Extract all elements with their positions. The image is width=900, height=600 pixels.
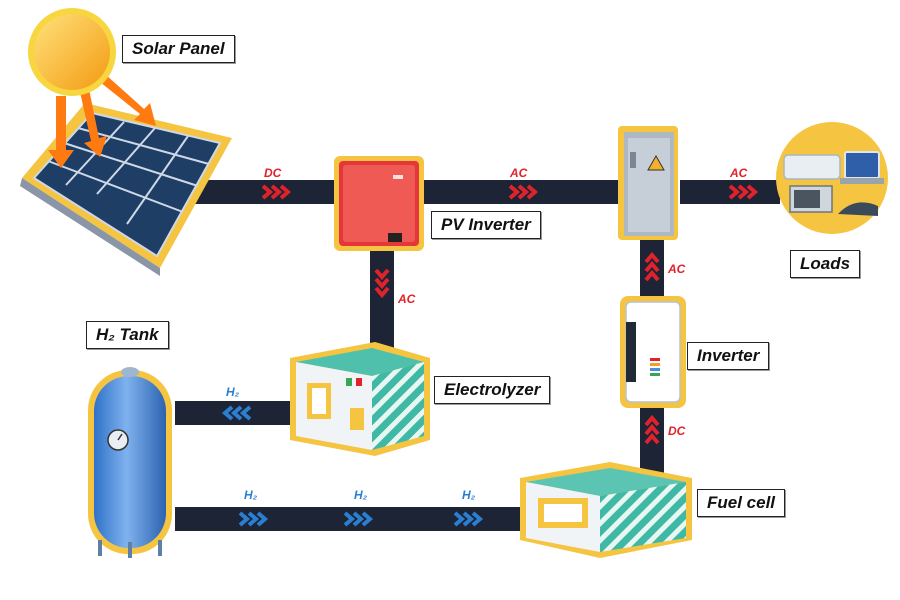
pv-inverter-icon [334, 156, 424, 251]
flow-label-pv-switchboard: AC [510, 166, 528, 180]
solar-panel-icon [20, 8, 232, 276]
h2-arrow-tank-fuelcell-1 [238, 511, 269, 527]
flow-label-tank-fuelcell-2: H₂ [354, 488, 368, 502]
flow-label-fuelcell-inverter: DC [668, 424, 686, 438]
flow-label-switchboard-loads: AC [730, 166, 748, 180]
h2-arrow-electrolyzer-tank [221, 405, 252, 421]
flow-label-solar-pv: DC [264, 166, 282, 180]
ac-arrow-switchboard-loads [728, 184, 759, 200]
pv-inverter-label: PV Inverter [431, 211, 541, 239]
switchboard-cabinet-icon [618, 126, 678, 240]
loads-label: Loads [790, 250, 861, 278]
dc-arrow-fuelcell-inverter [644, 414, 660, 445]
h2-tank-label: H₂ Tank [86, 321, 169, 349]
loads-icon [776, 122, 888, 234]
ac-arrow-pv-electrolyzer [374, 268, 390, 299]
fuel-cell-label: Fuel cell [697, 489, 786, 517]
h2-arrow-tank-fuelcell-3 [453, 511, 484, 527]
inverter-label: Inverter [687, 342, 770, 370]
solar-panel-label: Solar Panel [122, 35, 235, 63]
electrolyzer-icon [290, 342, 430, 456]
electrolyzer-label: Electrolyzer [434, 376, 551, 404]
ac-arrow-pv-switchboard [508, 184, 539, 200]
flow-label-pv-electrolyzer: AC [398, 292, 416, 306]
flow-arrows [221, 184, 759, 527]
flow-label-tank-fuelcell-1: H₂ [244, 488, 258, 502]
ac-arrow-inverter-switchboard [644, 251, 660, 282]
flow-label-tank-fuelcell-3: H₂ [462, 488, 476, 502]
dc-arrow-solar-pv [261, 184, 292, 200]
h2-tank-icon [88, 367, 172, 558]
h2-arrow-tank-fuelcell-2 [343, 511, 374, 527]
fuel-cell-icon [520, 462, 692, 558]
flow-label-inverter-switchboard: AC [668, 262, 686, 276]
inverter-icon [620, 296, 686, 408]
connection-lines [175, 180, 780, 531]
flow-label-electrolyzer-tank: H₂ [226, 385, 240, 399]
